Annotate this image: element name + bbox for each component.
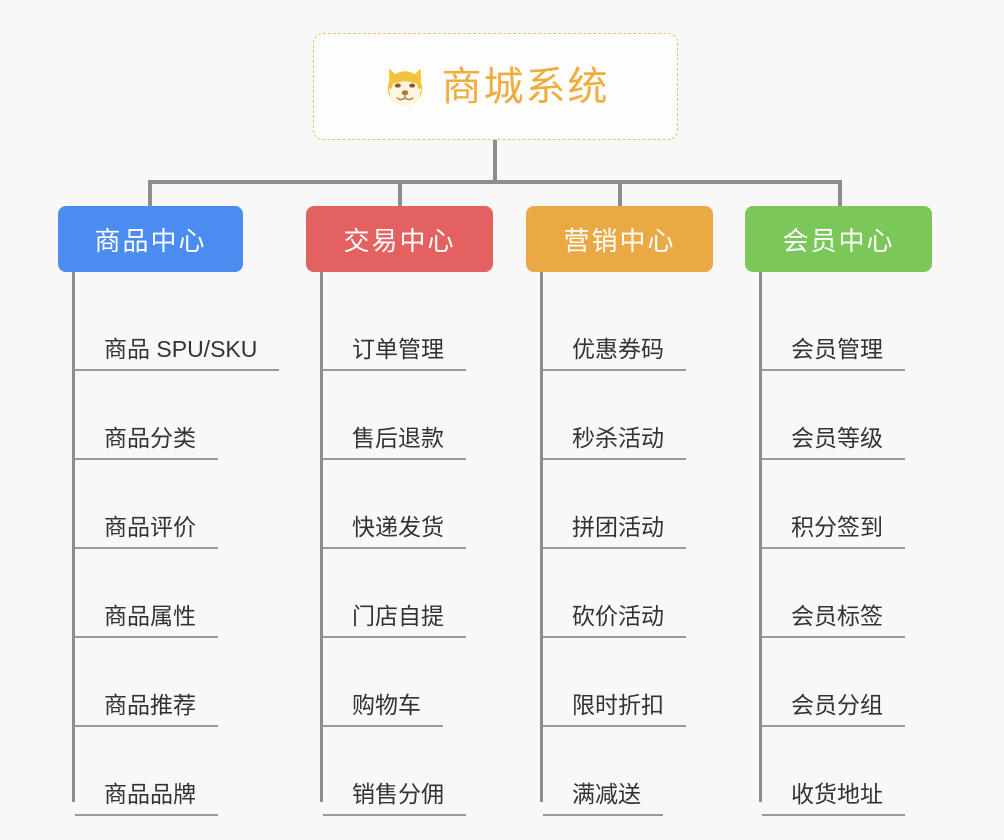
leaf-list-trade-center: 订单管理 售后退款 快递发货 门店自提 购物车 销售分佣 xyxy=(306,272,493,816)
leaf-label: 拼团活动 xyxy=(543,514,686,549)
leaf-item[interactable]: 会员等级 xyxy=(745,371,932,460)
leaf-item[interactable]: 限时折扣 xyxy=(526,638,713,727)
connector-root-stem xyxy=(493,140,497,182)
category-label: 营销中心 xyxy=(563,225,676,256)
leaf-item[interactable]: 门店自提 xyxy=(306,549,493,638)
leaf-label: 商品 SPU/SKU xyxy=(75,336,280,371)
leaf-label: 商品品牌 xyxy=(75,781,218,816)
leaf-label: 限时折扣 xyxy=(543,692,686,727)
leaf-item[interactable]: 快递发货 xyxy=(306,460,493,549)
leaf-item[interactable]: 商品评价 xyxy=(58,460,243,549)
leaf-label: 商品分类 xyxy=(75,425,218,460)
leaf-label: 商品评价 xyxy=(75,514,218,549)
leaf-label: 满减送 xyxy=(543,781,663,816)
leaf-label: 售后退款 xyxy=(323,425,466,460)
leaf-label: 优惠券码 xyxy=(543,336,686,371)
category-header-marketing-center[interactable]: 营销中心 xyxy=(526,206,713,272)
root-title: 商城系统 xyxy=(441,64,610,109)
leaf-item[interactable]: 商品推荐 xyxy=(58,638,243,727)
leaf-label: 会员标签 xyxy=(762,603,905,638)
leaf-item[interactable]: 拼团活动 xyxy=(526,460,713,549)
leaf-label: 快递发货 xyxy=(323,514,466,549)
leaf-spine xyxy=(72,272,75,802)
connector-drop-marketing-center xyxy=(618,180,622,208)
category-label: 交易中心 xyxy=(343,225,456,256)
shiba-dog-face-icon xyxy=(387,67,422,107)
column-product-center: 商品中心 商品 SPU/SKU 商品分类 商品评价 商品属性 商品推荐 商品品牌 xyxy=(58,206,280,816)
leaf-item[interactable]: 砍价活动 xyxy=(526,549,713,638)
leaf-item[interactable]: 商品 SPU/SKU xyxy=(58,282,280,371)
leaf-list-product-center: 商品 SPU/SKU 商品分类 商品评价 商品属性 商品推荐 商品品牌 xyxy=(58,272,280,816)
leaf-label: 会员管理 xyxy=(762,336,905,371)
category-header-member-center[interactable]: 会员中心 xyxy=(745,206,932,272)
leaf-item[interactable]: 订单管理 xyxy=(306,282,493,371)
leaf-item[interactable]: 销售分佣 xyxy=(306,727,493,816)
leaf-item[interactable]: 收货地址 xyxy=(745,727,932,816)
connector-drop-product-center xyxy=(148,180,152,208)
leaf-label: 收货地址 xyxy=(762,781,905,816)
leaf-label: 商品推荐 xyxy=(75,692,218,727)
leaf-item[interactable]: 满减送 xyxy=(526,727,713,816)
category-label: 商品中心 xyxy=(94,225,207,256)
leaf-label: 商品属性 xyxy=(75,603,218,638)
leaf-spine xyxy=(540,272,543,802)
leaf-spine xyxy=(320,272,323,802)
leaf-label: 订单管理 xyxy=(323,336,466,371)
leaf-item[interactable]: 会员标签 xyxy=(745,549,932,638)
leaf-item[interactable]: 购物车 xyxy=(306,638,493,727)
column-marketing-center: 营销中心 优惠券码 秒杀活动 拼团活动 砍价活动 限时折扣 满减送 xyxy=(526,206,713,816)
connector-drop-trade-center xyxy=(398,180,402,208)
leaf-label: 会员等级 xyxy=(762,425,905,460)
leaf-list-marketing-center: 优惠券码 秒杀活动 拼团活动 砍价活动 限时折扣 满减送 xyxy=(526,272,713,816)
connector-drop-member-center xyxy=(838,180,842,208)
category-header-trade-center[interactable]: 交易中心 xyxy=(306,206,493,272)
leaf-label: 秒杀活动 xyxy=(543,425,686,460)
category-header-product-center[interactable]: 商品中心 xyxy=(58,206,243,272)
column-trade-center: 交易中心 订单管理 售后退款 快递发货 门店自提 购物车 销售分佣 xyxy=(306,206,493,816)
connector-horizontal-bus xyxy=(148,180,842,184)
leaf-item[interactable]: 会员管理 xyxy=(745,282,932,371)
leaf-item[interactable]: 秒杀活动 xyxy=(526,371,713,460)
leaf-label: 门店自提 xyxy=(323,603,466,638)
leaf-item[interactable]: 商品分类 xyxy=(58,371,243,460)
leaf-item[interactable]: 会员分组 xyxy=(745,638,932,727)
leaf-label: 销售分佣 xyxy=(323,781,466,816)
leaf-label: 会员分组 xyxy=(762,692,905,727)
category-label: 会员中心 xyxy=(782,225,895,256)
leaf-item[interactable]: 售后退款 xyxy=(306,371,493,460)
leaf-item[interactable]: 商品属性 xyxy=(58,549,243,638)
leaf-label: 砍价活动 xyxy=(543,603,686,638)
root-node-shop-system[interactable]: 商城系统 xyxy=(313,33,678,140)
leaf-label: 购物车 xyxy=(323,692,443,727)
leaf-item[interactable]: 积分签到 xyxy=(745,460,932,549)
column-member-center: 会员中心 会员管理 会员等级 积分签到 会员标签 会员分组 收货地址 xyxy=(745,206,932,816)
leaf-item[interactable]: 优惠券码 xyxy=(526,282,713,371)
leaf-list-member-center: 会员管理 会员等级 积分签到 会员标签 会员分组 收货地址 xyxy=(745,272,932,816)
leaf-spine xyxy=(759,272,762,802)
leaf-item[interactable]: 商品品牌 xyxy=(58,727,243,816)
leaf-label: 积分签到 xyxy=(762,514,905,549)
